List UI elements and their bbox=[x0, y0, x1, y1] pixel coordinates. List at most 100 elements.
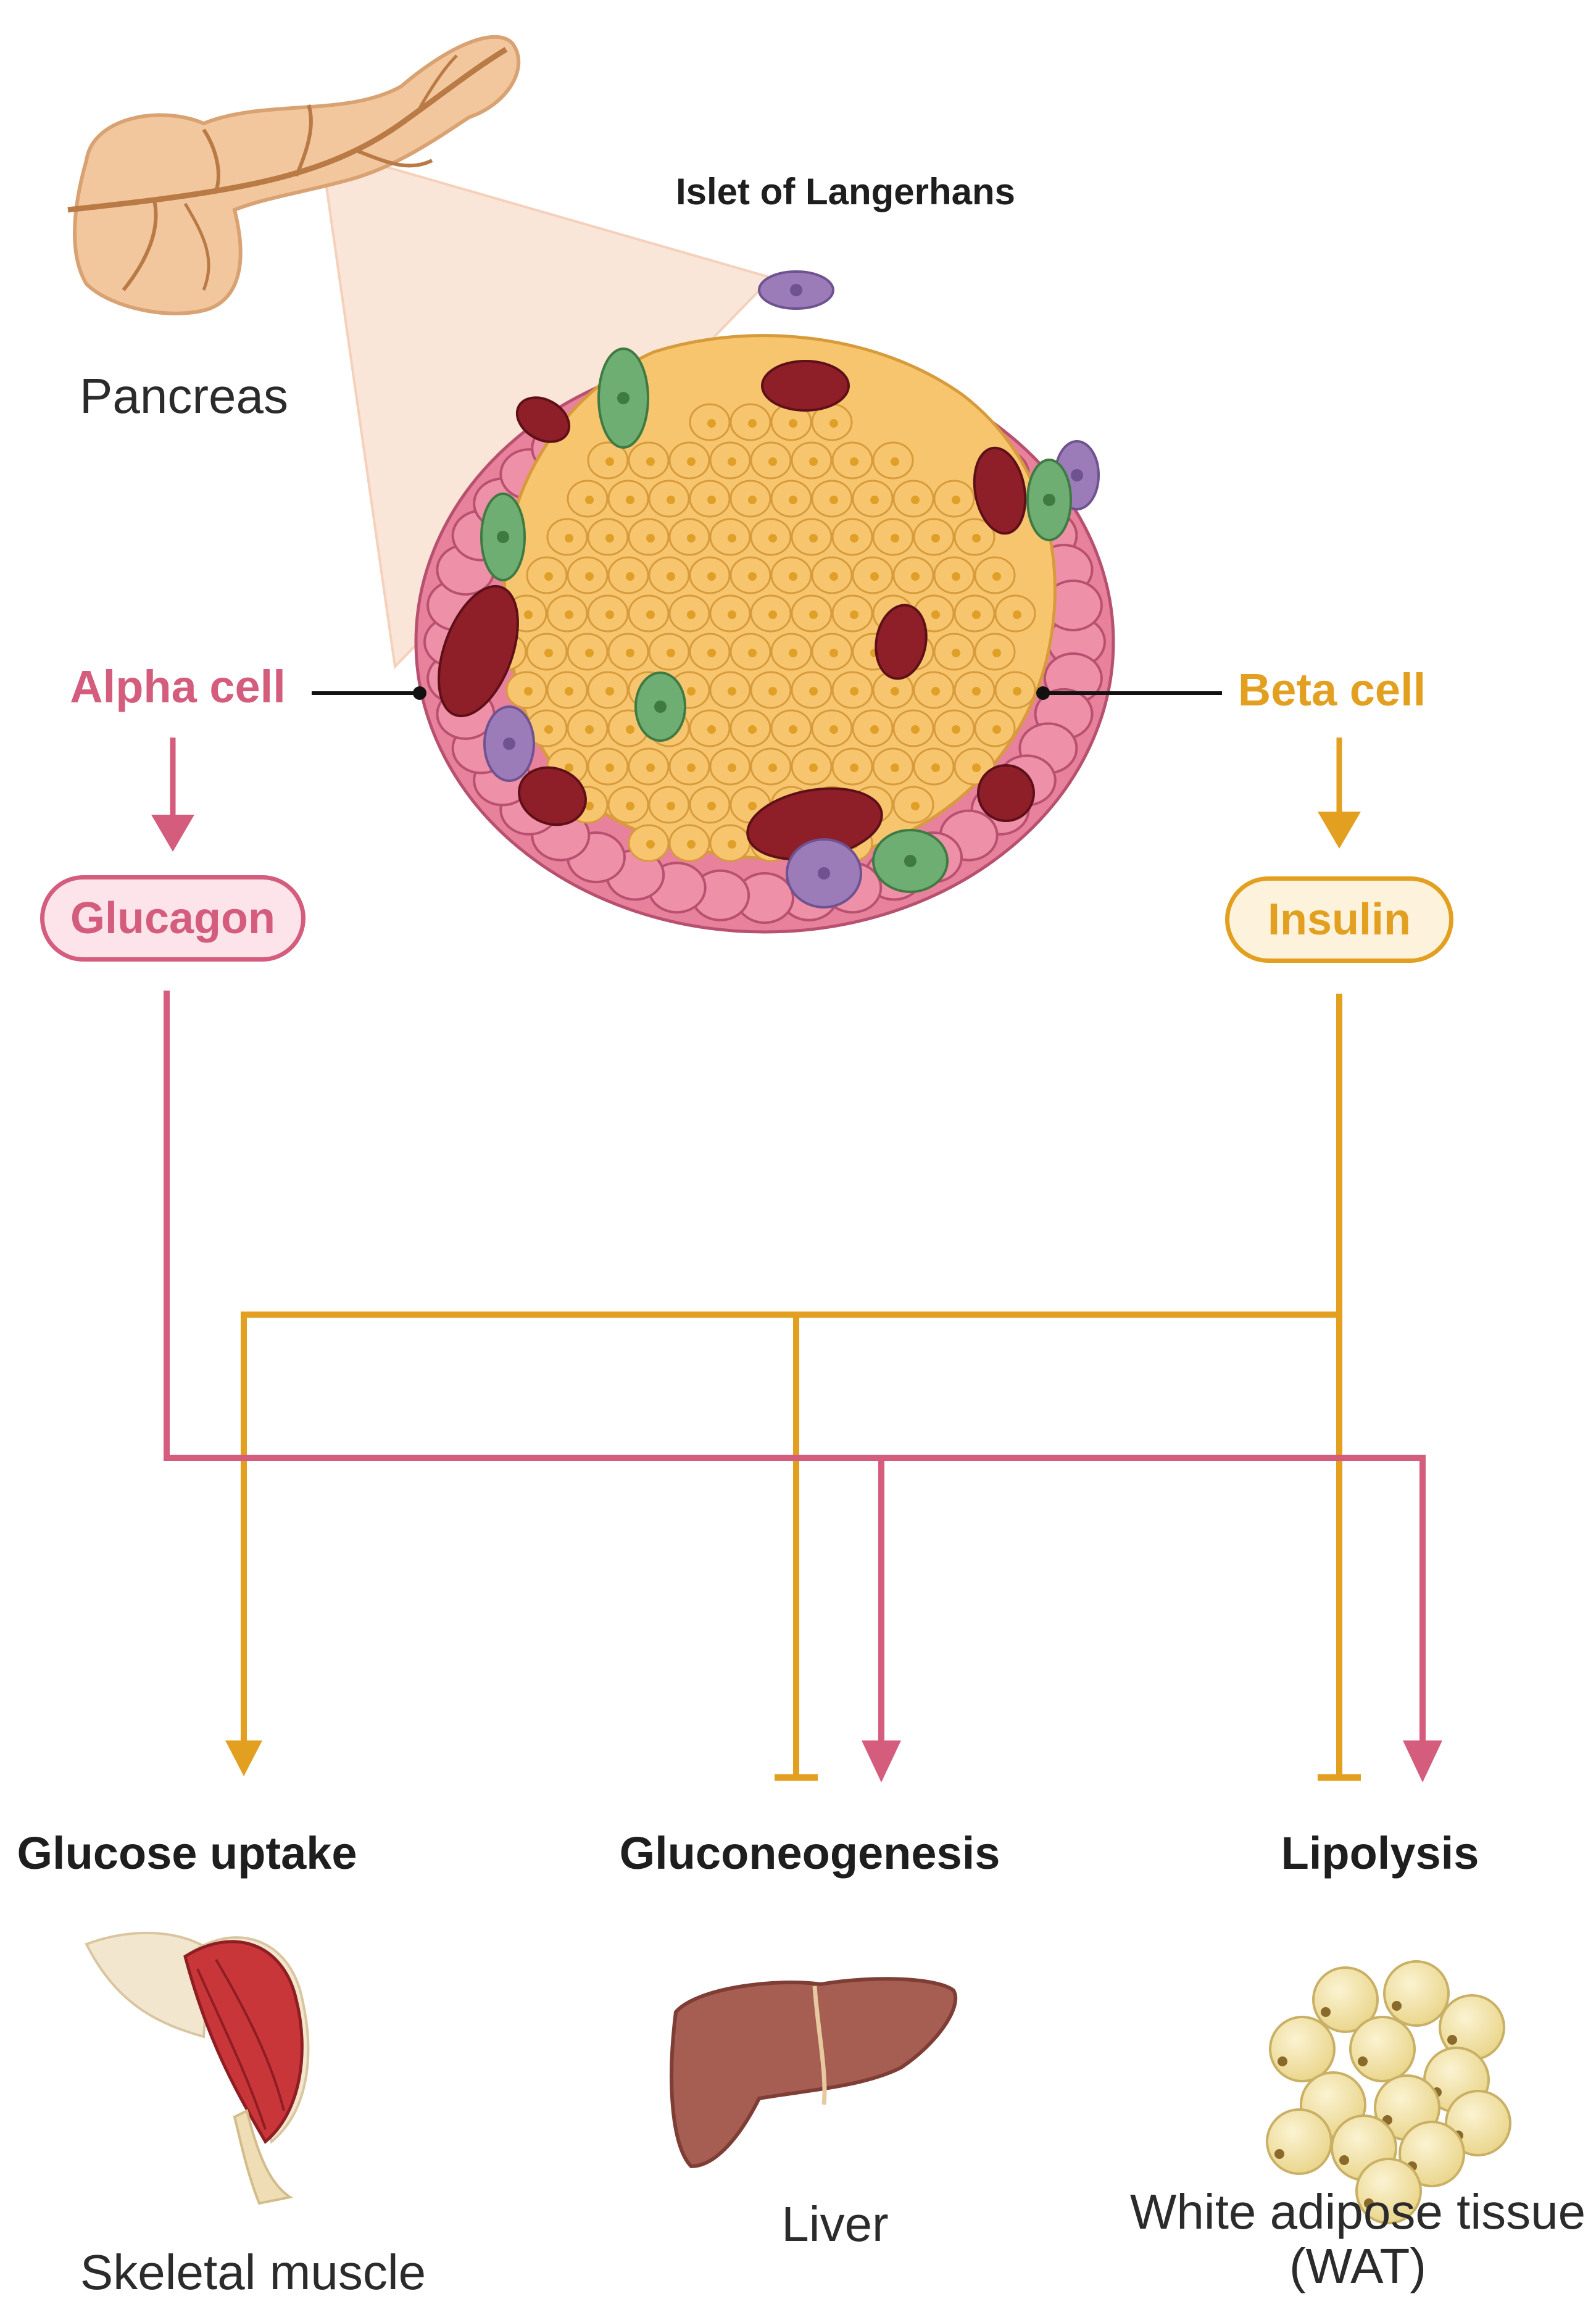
beta-cell-nucleus bbox=[544, 649, 553, 657]
wat-label-line2: (WAT) bbox=[1289, 2239, 1427, 2293]
islet-title: Islet of Langerhans bbox=[675, 171, 1016, 212]
beta-cell-nucleus bbox=[768, 687, 777, 696]
beta-cell-nucleus bbox=[687, 610, 696, 619]
beta-cell-nucleus bbox=[728, 687, 736, 696]
pp-cell-nucleus bbox=[654, 701, 667, 713]
blood-vessel bbox=[977, 764, 1035, 822]
beta-cell-nucleus bbox=[768, 534, 777, 543]
delta-cell-nucleus bbox=[503, 738, 515, 750]
beta-cell-nucleus bbox=[952, 649, 960, 657]
blood-vessel bbox=[875, 604, 928, 680]
beta-cell-nucleus bbox=[748, 802, 757, 810]
beta-cell-nucleus bbox=[585, 725, 594, 734]
beta-cell-nucleus bbox=[931, 534, 940, 543]
beta-cell-nucleus bbox=[707, 496, 716, 504]
beta-cell-nucleus bbox=[544, 572, 553, 581]
beta-cell-nucleus bbox=[891, 457, 899, 466]
beta-cell-nucleus bbox=[911, 725, 920, 734]
adipocyte-nucleus bbox=[1358, 2056, 1368, 2066]
beta-cell-nucleus bbox=[789, 725, 797, 734]
beta-cell-nucleus bbox=[626, 725, 634, 734]
pp-cell-nucleus bbox=[1043, 494, 1055, 506]
beta-cell-nucleus bbox=[524, 687, 533, 696]
beta-cell-nucleus bbox=[544, 725, 553, 734]
beta-cell-nucleus bbox=[952, 725, 960, 734]
beta-cell-nucleus bbox=[789, 496, 797, 504]
alpha-leader-dot bbox=[413, 686, 426, 700]
beta-cell-nucleus bbox=[952, 496, 960, 504]
beta-cell-nucleus bbox=[707, 725, 716, 734]
beta-cell-nucleus bbox=[667, 649, 675, 657]
beta-cell-nucleus bbox=[850, 763, 858, 772]
beta-cell-nucleus bbox=[585, 572, 594, 581]
glucagon-pathways bbox=[164, 991, 1426, 1747]
beta-cell-nucleus bbox=[972, 534, 981, 543]
beta-cell-nucleus bbox=[809, 534, 818, 543]
beta-cell-nucleus bbox=[626, 572, 634, 581]
beta-cell-nucleus bbox=[707, 419, 716, 428]
beta-cell-nucleus bbox=[789, 572, 797, 581]
beta-cell-nucleus bbox=[911, 572, 920, 581]
beta-cell-nucleus bbox=[891, 687, 899, 696]
beta-cell-nucleus bbox=[646, 534, 655, 543]
adipocyte-nucleus bbox=[1274, 2149, 1284, 2159]
beta-cell-nucleus bbox=[850, 457, 858, 466]
beta-cell-nucleus bbox=[972, 763, 981, 772]
pp-cell-nucleus bbox=[904, 855, 916, 867]
adipocyte bbox=[1312, 1966, 1379, 2033]
beta-cell-nucleus bbox=[809, 687, 818, 696]
pp-cell-nucleus bbox=[497, 531, 509, 543]
beta-cell-nucleus bbox=[585, 496, 594, 504]
beta-cell-nucleus bbox=[687, 840, 696, 849]
blood-vessel bbox=[973, 446, 1027, 535]
adipocyte bbox=[1445, 2090, 1511, 2156]
insulin-pathways bbox=[241, 994, 1361, 1781]
beta-cell-nucleus bbox=[524, 610, 533, 619]
beta-cell-nucleus bbox=[707, 649, 716, 657]
beta-cell-nucleus bbox=[646, 763, 655, 772]
beta-cell-nucleus bbox=[707, 572, 716, 581]
beta-cell-nucleus bbox=[565, 610, 573, 619]
beta-cell-nucleus bbox=[605, 763, 614, 772]
beta-cell-nucleus bbox=[931, 763, 940, 772]
beta-cell-nucleus bbox=[911, 496, 920, 504]
beta-cell-nucleus bbox=[728, 840, 736, 849]
beta-cell-nucleus bbox=[850, 687, 858, 696]
wat-label-line1: White adipose tissue bbox=[1129, 2184, 1586, 2239]
beta-cell-nucleus bbox=[605, 457, 614, 466]
beta-cell-nucleus bbox=[585, 802, 594, 810]
beta-cell-label: Beta cell bbox=[1237, 664, 1426, 715]
beta-cell-nucleus bbox=[1013, 687, 1021, 696]
pp-cell-nucleus bbox=[617, 392, 630, 404]
alpha-cell-label: Alpha cell bbox=[70, 661, 286, 712]
beta-cell-nucleus bbox=[667, 496, 675, 504]
beta-cell-nucleus bbox=[565, 534, 573, 543]
glucose-uptake-label: Glucose uptake bbox=[17, 1827, 357, 1879]
beta-cell-nucleus bbox=[626, 802, 634, 810]
adipocyte bbox=[1399, 2121, 1465, 2187]
beta-cell-nucleus bbox=[585, 649, 594, 657]
glucagon-to-gluconeogenesis-arrowhead bbox=[862, 1740, 901, 1782]
beta-cell-nucleus bbox=[565, 763, 573, 772]
delta-cell-nucleus bbox=[1071, 469, 1083, 481]
beta-cell-nucleus bbox=[605, 610, 614, 619]
beta-cell-nucleus bbox=[768, 763, 777, 772]
beta-cell-nucleus bbox=[728, 763, 736, 772]
adipocyte bbox=[1269, 2016, 1336, 2082]
beta-cell-nucleus bbox=[667, 802, 675, 810]
skeletal-muscle-illustration bbox=[85, 1931, 310, 2205]
beta-cell-nucleus bbox=[870, 725, 879, 734]
wat-label: White adipose tissue (WAT) bbox=[1130, 2185, 1586, 2293]
beta-cell-nucleus bbox=[992, 572, 1001, 581]
delta-cell-nucleus bbox=[790, 284, 802, 296]
beta-cell-nucleus bbox=[931, 610, 940, 619]
beta-cell-nucleus bbox=[728, 534, 736, 543]
beta-cell-nucleus bbox=[992, 725, 1001, 734]
beta-cell-nucleus bbox=[829, 725, 838, 734]
insulin-to-glucose-uptake-arrowhead bbox=[225, 1740, 262, 1776]
beta-cell-nucleus bbox=[829, 649, 838, 657]
glucagon-badge: Glucagon bbox=[40, 875, 305, 962]
gluconeogenesis-label: Gluconeogenesis bbox=[619, 1827, 1000, 1879]
